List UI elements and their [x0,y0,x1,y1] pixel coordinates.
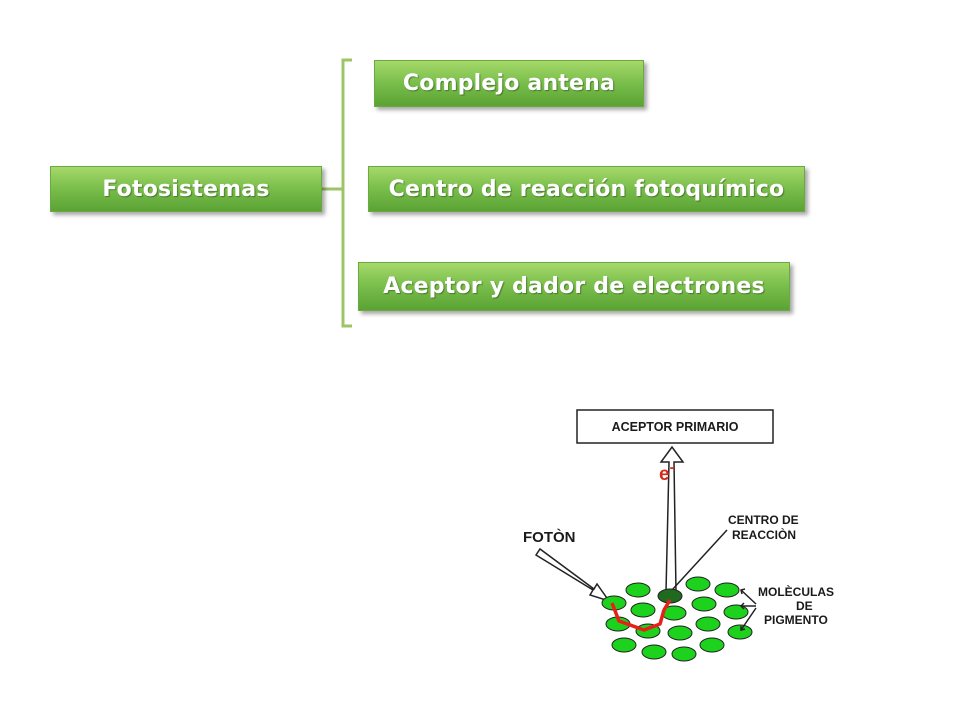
foton-label: FOTÒN [523,528,576,546]
fotosistemas-node: Fotosistemas [50,166,322,212]
centro-reaccion-label: Centro de reacción fotoquímico [388,176,785,202]
fotosistemas-label: Fotosistemas [102,176,270,202]
molecule-pointer-arrows [739,588,757,631]
centro-reaccion-caption-2: REACCIÒN [732,527,796,542]
pigment-molecules [601,576,753,662]
pigment-molecule [625,582,651,598]
energy-transfer-path [610,599,672,632]
electron-superscript: - [670,459,675,476]
pigment-molecule [695,616,721,632]
pigment-molecule [671,646,697,662]
electron-label: e- [659,459,675,485]
aceptor-primario-label: ACEPTOR PRIMARIO [612,420,739,434]
aceptor-primario-box [576,409,774,444]
photon-arrow [534,547,611,603]
aceptor-dador-label: Aceptor y dador de electrones [383,274,765,299]
centro-reaccion-node: Centro de reacción fotoquímico [368,166,805,212]
pigment-molecule [699,637,725,653]
moleculas-caption-3: PIGMENTO [764,613,828,627]
aceptor-dador-node: Aceptor y dador de electrones [358,262,790,311]
moleculas-caption-2: DE [796,599,813,613]
centro-reaccion-caption-1: CENTRO DE [728,513,799,527]
electron-transfer-arrow [659,445,685,593]
pigment-molecule [685,576,711,592]
complejo-antena-node: Complejo antena [374,60,644,107]
pigment-molecule [727,624,753,640]
pigment-molecule [723,604,749,620]
pigment-molecule [641,644,667,660]
complejo-antena-label: Complejo antena [402,71,616,96]
pigment-molecule [714,582,740,598]
pigment-molecule [611,637,637,653]
pigment-molecule [691,596,717,612]
centro-reaccion-pointer [671,529,728,591]
pigment-molecule [667,625,693,641]
pigment-molecule [630,602,656,618]
moleculas-caption-1: MOLÈCULAS [758,584,834,599]
